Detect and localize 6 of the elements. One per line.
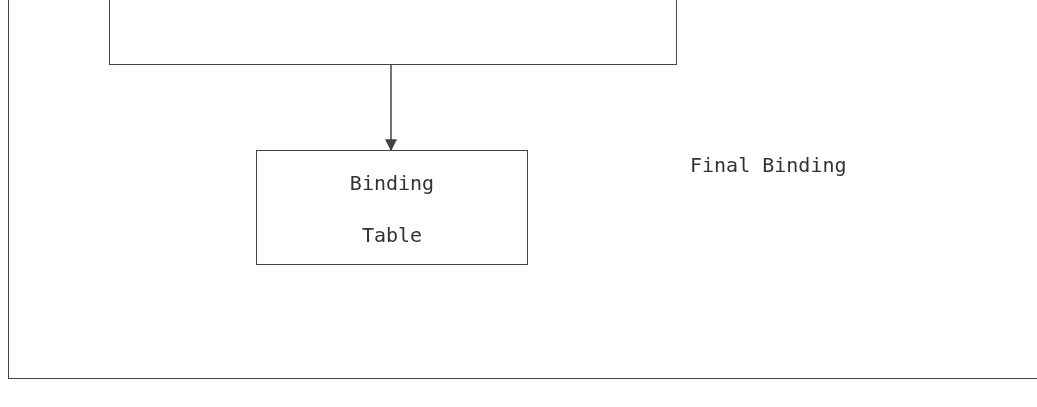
container-box xyxy=(8,0,1037,379)
table-box xyxy=(256,150,528,265)
annotation-label: Final Binding xyxy=(690,153,847,177)
box-label: Binding Table xyxy=(348,170,436,249)
process-box xyxy=(109,0,677,65)
arrow xyxy=(385,64,397,152)
